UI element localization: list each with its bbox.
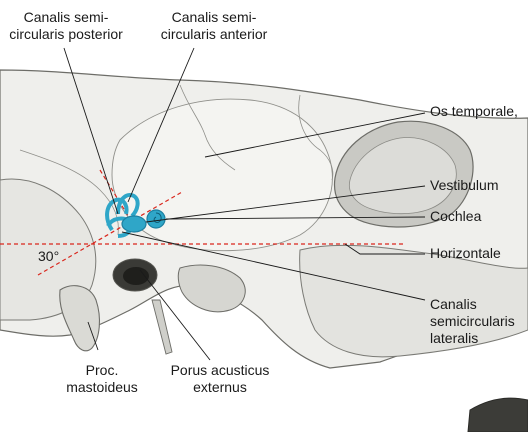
inner-ear-labyrinth-icon <box>105 193 166 238</box>
suture-1 <box>179 84 236 171</box>
leader-porus <box>139 269 211 361</box>
mastoid-process <box>59 285 101 352</box>
label-porus-acusticus-externus: Porus acusticus externus <box>170 362 270 395</box>
leader-canalis-anterior <box>127 47 195 203</box>
leader-os-temporale <box>204 112 426 158</box>
styloid-process <box>151 299 173 355</box>
leader-lines <box>63 47 426 361</box>
vestibulum-body <box>121 215 147 233</box>
leader-vestibulum <box>145 185 426 223</box>
leader-canalis-posterior <box>63 47 119 215</box>
label-horizontale: Horizontale <box>430 245 501 261</box>
leader-cochlea <box>165 216 426 220</box>
leader-horizontale <box>344 243 425 255</box>
label-canalis-semicircularis-anterior: Canalis semi- circularis anterior <box>160 9 268 42</box>
label-vestibulum: Vestibulum <box>430 177 499 193</box>
cochlea-turns <box>153 212 162 223</box>
leader-proc-mastoideus <box>87 321 99 351</box>
temporal-squama <box>111 98 333 252</box>
corner-bone <box>467 397 528 432</box>
occipital-region <box>0 178 97 321</box>
anterior-semicircular-canal <box>116 193 140 218</box>
posterior-semicircular-canal <box>105 197 129 232</box>
cochlea-spiral <box>146 209 166 229</box>
meatus-inner <box>123 267 149 285</box>
label-cochlea: Cochlea <box>430 208 482 224</box>
label-canalis-semicircularis-posterior: Canalis semi- circularis posterior <box>9 9 123 42</box>
leader-canalis-lateralis <box>121 231 426 301</box>
zygomatic-region <box>299 244 528 358</box>
skull-drawing <box>0 69 528 432</box>
angle-30-degree-label: 30° <box>38 248 60 264</box>
mandibular-fossa <box>177 264 246 313</box>
label-os-temporale: Os temporale, <box>430 103 518 119</box>
suture-2 <box>298 94 334 181</box>
label-canalis-semicircularis-lateralis: Canalis semicircularis lateralis <box>430 296 515 346</box>
orbit-inner <box>348 137 457 214</box>
label-proc-mastoideus: Proc. mastoideus <box>66 362 138 395</box>
